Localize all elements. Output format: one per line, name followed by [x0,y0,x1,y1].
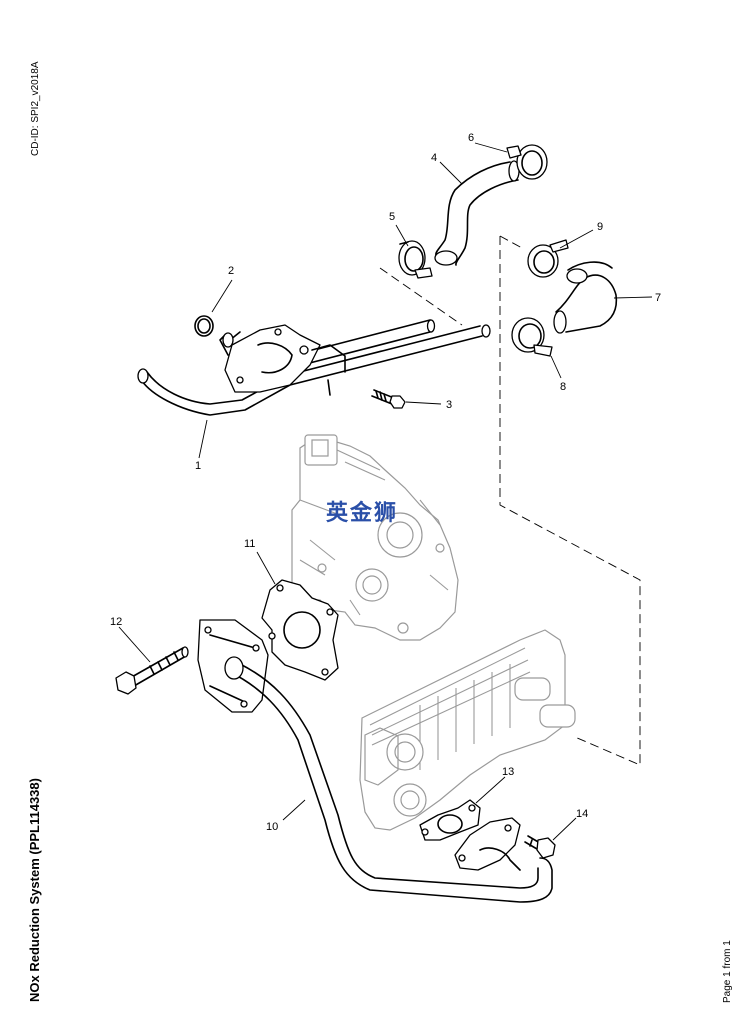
callout-1: 1 [195,460,201,472]
part-9-hose-clamp [527,239,569,278]
callout-14: 14 [576,808,588,820]
part-10-coolant-pipe [197,619,553,903]
egr-valve-housing-ghost [291,434,459,641]
callout-2: 2 [228,265,234,277]
part-11-gasket [261,579,339,681]
callout-13: 13 [502,766,514,778]
callout-8: 8 [560,381,566,393]
part-4-hose [434,160,520,266]
page-title: NOx Reduction System (PPL114338) [27,778,42,1002]
callout-11: 11 [244,538,255,550]
callout-10: 10 [266,821,278,833]
part-8-hose-clamp [511,317,553,357]
part-5-hose-clamp [398,240,433,279]
callout-6: 6 [468,132,474,144]
part-3-bolt [371,389,406,409]
callout-numbers: 1 2 3 4 5 6 7 8 9 10 11 12 13 14 [110,132,661,833]
part-6-hose-clamp [506,144,548,180]
callout-3: 3 [446,399,452,411]
part-2-o-ring [194,315,214,337]
part-1-coolant-pipe [137,319,491,416]
callout-5: 5 [389,211,395,223]
page-number: Page 1 from 1 [722,940,733,1003]
leader-lines [118,142,653,841]
part-7-hose [553,261,618,334]
egr-cooler-ghost [359,629,576,831]
part-14-bolt [524,835,556,859]
callout-9: 9 [597,221,603,233]
callout-12: 12 [110,616,122,628]
callout-7: 7 [655,292,661,304]
callout-4: 4 [431,152,437,164]
part-12-bolt [115,646,189,695]
assembly-dashed-lines [379,235,641,766]
cd-id-label: CD-ID: SPI2_v2018A [30,61,41,157]
watermark-text: 英金狮 [326,501,399,526]
part-13-gasket [419,799,481,841]
